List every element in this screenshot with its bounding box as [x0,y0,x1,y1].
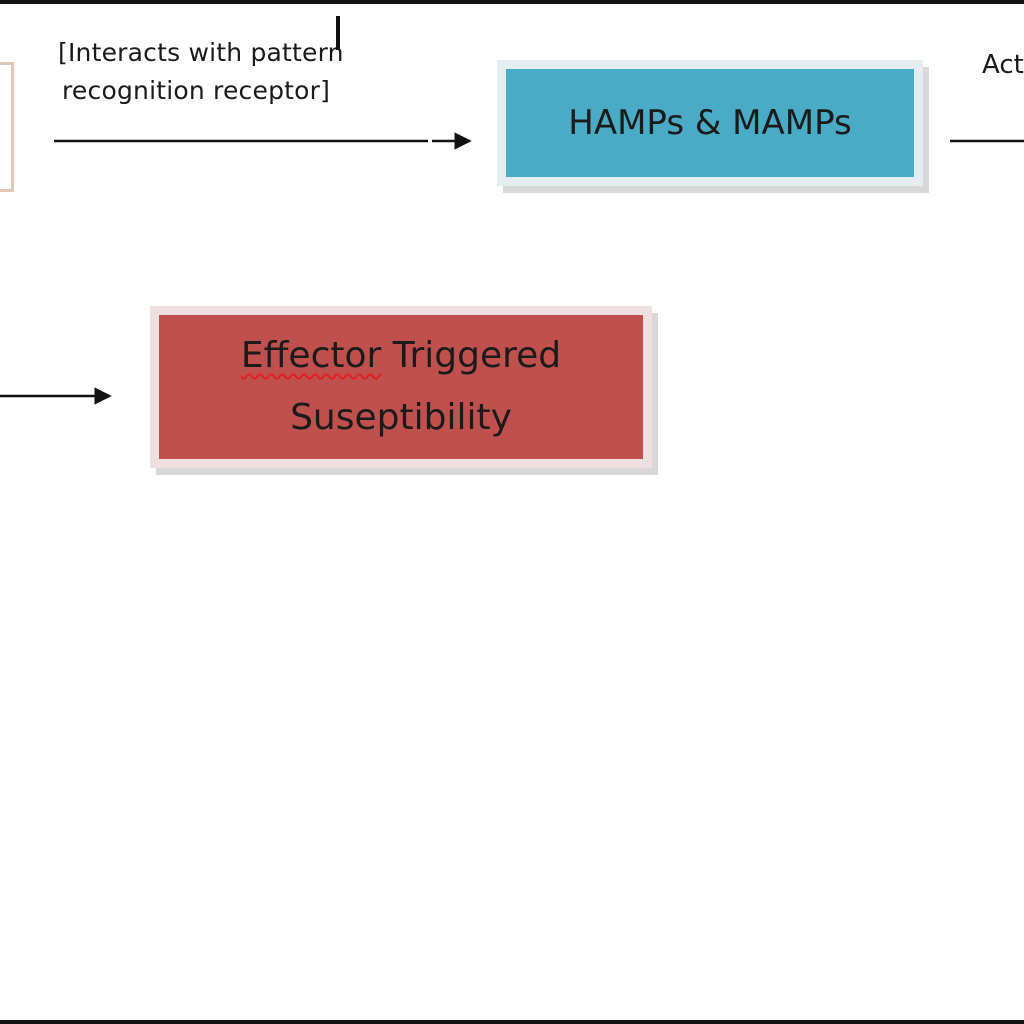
hamps-mamps-label: HAMPs & MAMPs [568,103,852,143]
edge-label-pattern-recognition: [Interacts with pattern recognition rece… [58,34,344,110]
ets-label-line-2: Suseptibility [290,397,512,438]
partial-source-node [0,62,14,192]
effector-triggered-susceptibility-node: Effector Triggered Suseptibility [150,306,652,468]
ets-label-word-triggered: Triggered [381,335,562,376]
right-edge-label: Act [982,50,1024,80]
ets-label-word-effector: Effector [240,335,382,376]
right-edge-label-clip: Act [976,50,1024,90]
edge-label-line-1: [Interacts with pattern [58,38,344,67]
ets-label-line-1: Effector Triggered [241,325,561,387]
hamps-mamps-node: HAMPs & MAMPs [497,60,923,186]
edge-label-line-2: recognition receptor] [62,76,331,105]
